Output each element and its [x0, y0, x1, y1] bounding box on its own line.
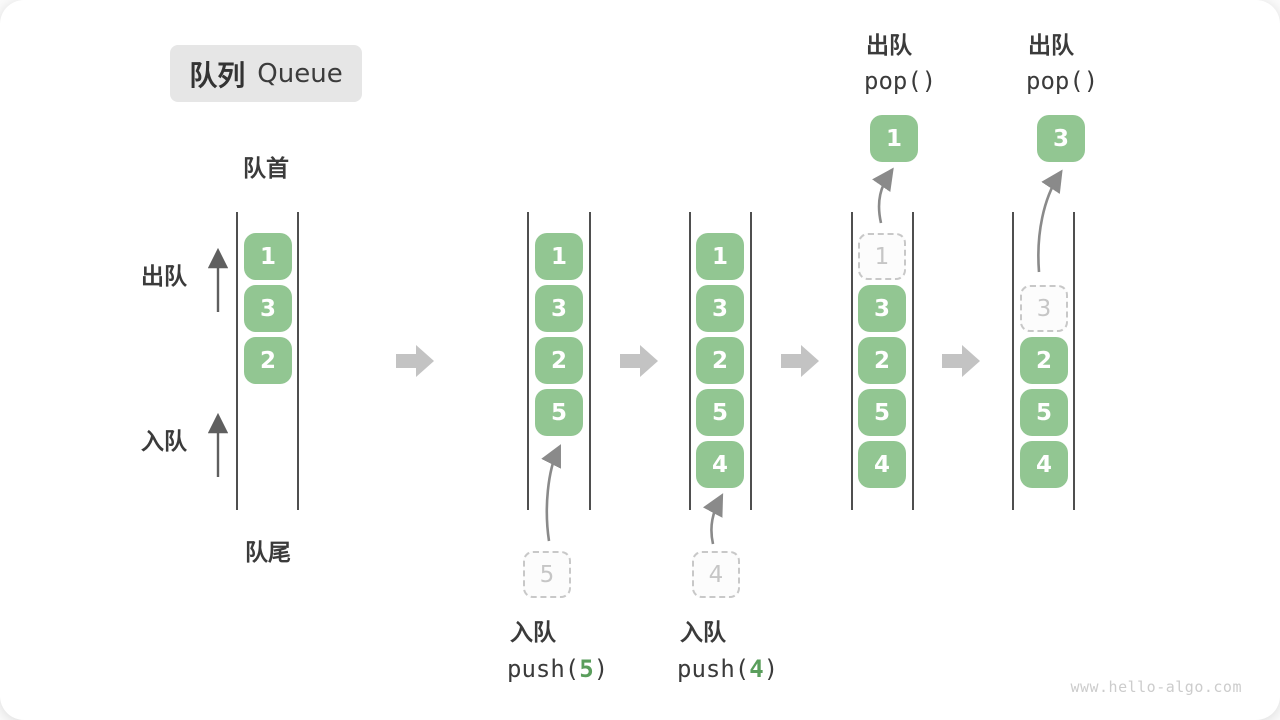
queue4-cell: 2	[858, 337, 906, 384]
queue5-cell: 2	[1020, 337, 1068, 384]
queue4-right-line	[912, 212, 914, 510]
pop3-flow-arrow-icon	[1037, 169, 1063, 273]
right-block-arrow-icon	[620, 345, 658, 377]
queue2-cell: 5	[535, 389, 583, 436]
queue5-cell: 5	[1020, 389, 1068, 436]
right-block-arrow-icon	[781, 345, 819, 377]
queue1-left-line	[236, 212, 238, 510]
diagram-title-chip: 队列 Queue	[170, 45, 362, 102]
queue1-cell: 1	[244, 233, 292, 280]
pop1-flow-arrow-icon	[872, 167, 894, 224]
label-enqueue: 入队	[141, 429, 187, 455]
queue2-cell: 3	[535, 285, 583, 332]
queue1-cell: 2	[244, 337, 292, 384]
queue3-cell: 5	[696, 389, 744, 436]
code-pre: push(	[677, 655, 750, 683]
queue4-cell: 3	[858, 285, 906, 332]
queue4-cell: 4	[858, 441, 906, 488]
code-arg: 5	[579, 655, 594, 683]
queue3-pending-cell: 4	[692, 551, 740, 598]
queue3-cell: 1	[696, 233, 744, 280]
title-en: Queue	[257, 58, 343, 89]
label-queue-rear: 队尾	[245, 540, 291, 566]
enqueue5-flow-arrow-icon	[541, 444, 561, 542]
enqueue4-label: 入队	[680, 620, 726, 646]
code-pre: push(	[507, 655, 580, 683]
queue5-left-line	[1012, 212, 1014, 510]
code-arg: 4	[749, 655, 764, 683]
right-block-arrow-icon	[396, 345, 434, 377]
queue4-left-line	[851, 212, 853, 510]
enqueue4-flow-arrow-icon	[702, 493, 724, 545]
queue3-left-line	[689, 212, 691, 510]
title-zh: 队列	[189, 58, 246, 92]
queue2-left-line	[527, 212, 529, 510]
queue4-ghost-cell: 1	[858, 233, 906, 280]
enqueue4-code: push(4)	[677, 657, 778, 681]
queue5-popped-cell: 3	[1037, 115, 1085, 162]
watermark: www.hello-algo.com	[1070, 678, 1242, 696]
queue3-cell: 2	[696, 337, 744, 384]
queue4-popped-cell: 1	[870, 115, 918, 162]
queue3-right-line	[750, 212, 752, 510]
dequeue1-code: pop()	[864, 67, 937, 95]
queue5-right-line	[1073, 212, 1075, 510]
queue2-cell: 2	[535, 337, 583, 384]
queue4-cell: 5	[858, 389, 906, 436]
enqueue5-code: push(5)	[507, 657, 608, 681]
enqueue5-label: 入队	[510, 620, 556, 646]
queue2-right-line	[589, 212, 591, 510]
queue3-cell: 3	[696, 285, 744, 332]
label-dequeue: 出队	[141, 264, 187, 290]
code-post: )	[593, 655, 609, 683]
queue2-pending-cell: 5	[523, 551, 571, 598]
queue5-ghost-cell: 3	[1020, 285, 1068, 332]
queue1-cell: 3	[244, 285, 292, 332]
dequeue3-code: pop()	[1026, 67, 1099, 95]
queue3-cell: 4	[696, 441, 744, 488]
code-post: )	[763, 655, 779, 683]
queue1-right-line	[297, 212, 299, 510]
dequeue3-label: 出队	[1028, 33, 1074, 59]
queue2-cell: 1	[535, 233, 583, 280]
dequeue1-label: 出队	[866, 33, 912, 59]
right-block-arrow-icon	[942, 345, 980, 377]
label-queue-front: 队首	[243, 156, 289, 182]
queue5-cell: 4	[1020, 441, 1068, 488]
